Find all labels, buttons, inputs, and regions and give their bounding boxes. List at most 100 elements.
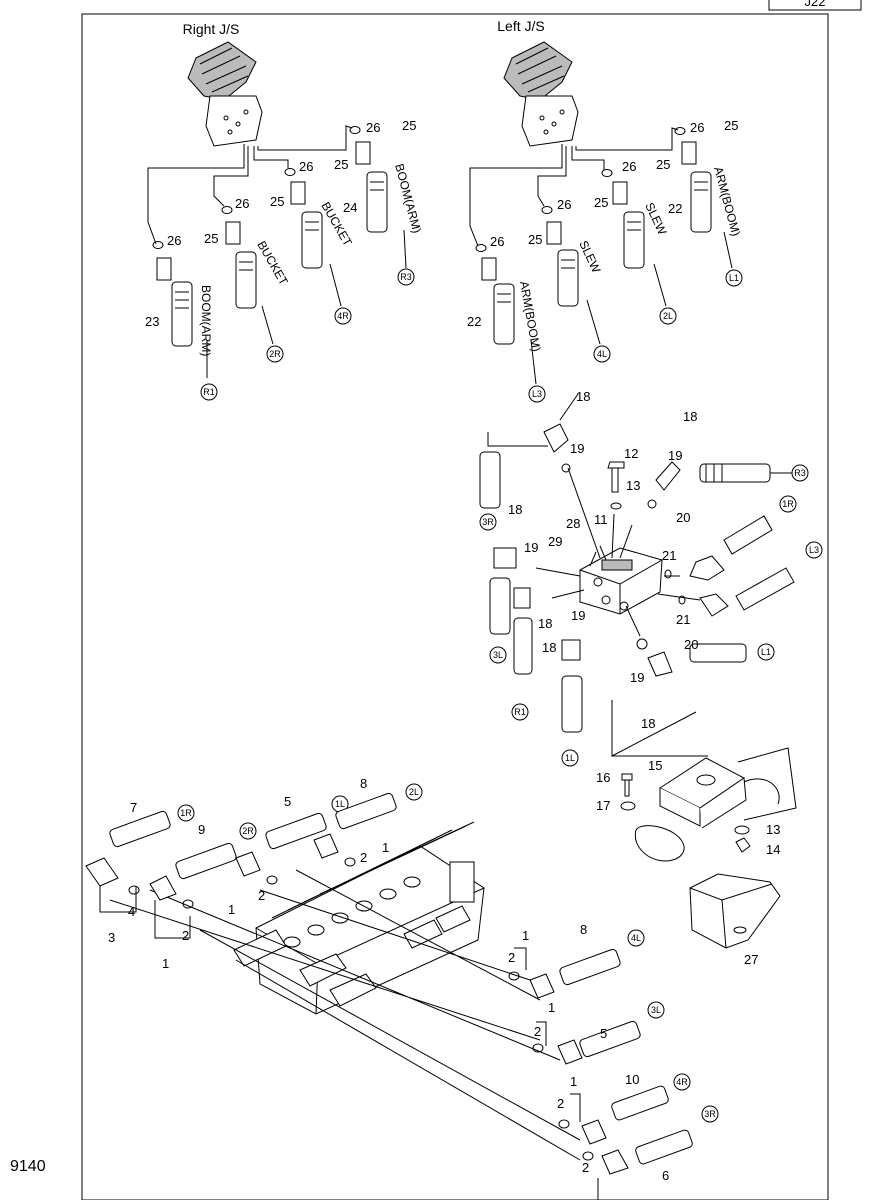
connector-label: L1 [761,647,771,657]
callout-label: 25 [594,195,608,210]
connector-label: L1 [729,273,739,283]
hose-22-b: L1 ARM(BOOM) [690,165,743,287]
callout-label: 18 [508,502,522,517]
callout-label: 19 [571,608,585,623]
connector-label: 2L [663,311,673,321]
callout-label: 18 [576,389,590,404]
hose-7: 1R [109,804,195,848]
callout-label: 18 [538,616,552,631]
hose-22-a: L3 ARM(BOOM) [493,280,546,403]
callout-label: 18 [683,409,697,424]
hose-slew-a: 4L SLEW [557,238,611,363]
corner-code: J22 [805,0,826,9]
callout-label: 26 [557,197,571,212]
callout-label: 2 [582,1160,589,1175]
callout-label: 25 [656,157,670,172]
hose-label-boom-arm-2: BOOM(ARM) [392,162,424,235]
callout-label: 3 [108,930,115,945]
callout-label: 25 [334,157,348,172]
callout-label: 1 [228,902,235,917]
connector-label: 4R [676,1077,688,1087]
callout-label: 22 [467,314,481,329]
hose-label-arm-boom-1: ARM(BOOM) [517,280,543,353]
connector-label: R1 [514,707,526,717]
callout-label: 25 [270,194,284,209]
hose-slew-b: 2L SLEW [623,200,677,325]
connector-label: 4R [337,311,349,321]
callout-label: 8 [360,776,367,791]
valve-callouts: 7 9 5 8 1 2 1 2 4 3 1 2 8 1 2 5 1 2 1 2 … [108,776,669,1183]
callout-label: 1 [162,956,169,971]
hose-24: R3 BOOM(ARM) [366,162,424,286]
callout-label: 25 [724,118,738,133]
right-joystick [187,41,263,147]
hose-8-top: 2L [335,783,423,830]
callout-label: 5 [284,794,291,809]
swivel-callouts: 18 19 12 13 18 19 11 28 29 20 21 18 19 1… [508,389,698,731]
connector-label: 1R [180,808,192,818]
connector-label: R1 [203,387,215,397]
hose-label-slew-1: SLEW [576,238,603,275]
callout-label: 14 [766,842,780,857]
left-joystick-title: Left J/S [497,18,544,34]
callout-label: 6 [662,1168,669,1183]
callout-label: 26 [490,234,504,249]
callout-label: 25 [204,231,218,246]
callout-label: 2 [258,888,265,903]
callout-label: 19 [630,670,644,685]
connector-label: 2L [409,787,419,797]
hose-1l [561,675,583,733]
hose-3l [489,577,511,635]
callout-label: 19 [570,441,584,456]
callout-label: 13 [766,822,780,837]
callout-label: 9 [198,822,205,837]
hose-r3 [699,463,771,483]
connector-label: 4L [597,349,607,359]
callout-label: 20 [684,637,698,652]
hose-bucket-b: 4R BUCKET [301,200,355,325]
callout-label: 28 [566,516,580,531]
connector-label: 1L [335,799,345,809]
connector-label: 3L [493,650,503,660]
callout-label: 26 [366,120,380,135]
bracket-15 [634,747,797,862]
hose-label-slew-2: SLEW [642,200,669,237]
hose-l1-lower [689,643,747,663]
callout-label: 20 [676,510,690,525]
callout-label: 10 [625,1072,639,1087]
callout-label: 8 [580,922,587,937]
hose-6 [635,1129,693,1165]
hose-23: R1 BOOM(ARM) [171,281,218,401]
hose-label-arm-boom-2: ARM(BOOM) [711,165,743,238]
connector-label: L3 [809,545,819,555]
callout-label: 25 [528,232,542,247]
callout-label: 1 [548,1000,555,1015]
bracket-callouts: 16 15 17 13 14 [596,758,780,857]
callout-label: 26 [690,120,704,135]
callout-label: 2 [508,950,515,965]
hose-5-bottom [579,1020,641,1058]
hose-1r-upper [723,515,773,555]
sheet-border [81,13,829,1200]
callout-label: 21 [662,548,676,563]
callout-label: 26 [235,196,249,211]
callout-label: 2 [182,928,189,943]
callout-label: 19 [524,540,538,555]
callout-label: 11 [594,512,608,527]
cover-27 [689,873,781,949]
connector-label: R3 [400,272,412,282]
callout-label: 2 [534,1024,541,1039]
hose-10 [611,1085,669,1121]
connector-label: R3 [794,468,806,478]
hose-3r [479,451,501,509]
callout-label: 2 [360,850,367,865]
connector-label: 1L [565,753,575,763]
callout-label: 26 [299,159,313,174]
control-valve [233,821,485,1015]
corner-code-box [768,0,862,11]
hose-label-boom-arm-1: BOOM(ARM) [199,285,213,356]
connector-label: 3R [482,517,494,527]
